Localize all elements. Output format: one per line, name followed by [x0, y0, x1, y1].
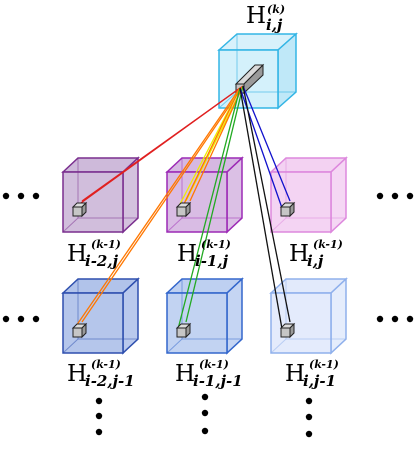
label-superscript: (k-1) [309, 358, 339, 371]
label-subscript: i,j-1 [303, 372, 337, 390]
ellipsis-left-row2 [2, 315, 40, 323]
ellipsis-vertical-col2 [201, 393, 209, 435]
small-kernel-cube [175, 201, 192, 218]
connection-orange-2 [181, 85, 244, 209]
label-superscript: (k-1) [91, 358, 121, 371]
connection-orange [73, 85, 244, 330]
cube-h-i-2-j-1 [61, 277, 140, 355]
label-base: H [67, 361, 88, 387]
label-base: H [246, 3, 267, 29]
label-base: H [67, 241, 88, 267]
small-kernel-cube [279, 201, 296, 218]
label-h-i-1-j-1: H (k-1) i-1,j-1 [175, 359, 243, 389]
label-subscript: i,j [307, 252, 324, 270]
label-superscript: (k) [267, 3, 286, 16]
connection-black [239, 85, 291, 330]
cube-h-i-1-j-1 [165, 277, 244, 355]
label-h-i-2-j-1: H (k-1) i-2,j-1 [67, 359, 135, 389]
ellipsis-right-row1 [376, 192, 414, 200]
top-cube [217, 32, 298, 110]
label-base: H [175, 361, 196, 387]
small-kernel-cube [71, 322, 88, 339]
label-subscript: i,j [266, 16, 283, 34]
label-base: H [289, 241, 310, 267]
label-superscript: (k-1) [313, 238, 343, 251]
cube-h-i-j [269, 156, 348, 234]
label-subscript: i-2,j-1 [85, 372, 135, 390]
label-h-i-j-1: H (k-1) i,j-1 [285, 359, 339, 389]
ellipsis-right-row2 [376, 315, 414, 323]
ellipsis-vertical-col1 [95, 397, 103, 436]
ellipsis-left-row1 [2, 192, 40, 200]
cube-h-i-2-j [61, 156, 140, 234]
label-base: H [285, 361, 306, 387]
label-h-i-2-j: H (k-1) i-2,j [67, 239, 121, 269]
label-subscript: i-2,j [85, 252, 119, 270]
label-superscript: (k-1) [91, 238, 121, 251]
small-kernel-cube [71, 201, 88, 218]
label-subscript: i-1,j [195, 252, 229, 270]
label-h-i-1-j: H (k-1) i-1,j [177, 239, 231, 269]
label-h-i-j: H (k-1) i,j [289, 239, 343, 269]
small-kernel-cube [279, 322, 296, 339]
label-subscript: i-1,j-1 [193, 372, 243, 390]
connection-red [73, 85, 244, 209]
ellipsis-vertical-col3 [305, 397, 313, 438]
label-top-h-i-j-k: H (k) i,j [246, 3, 285, 33]
connection-green [177, 85, 244, 330]
label-superscript: (k-1) [201, 238, 231, 251]
cube-h-i-j-1 [269, 277, 348, 355]
small-kernel-cube [175, 322, 192, 339]
label-base: H [177, 241, 198, 267]
label-superscript: (k-1) [199, 358, 229, 371]
